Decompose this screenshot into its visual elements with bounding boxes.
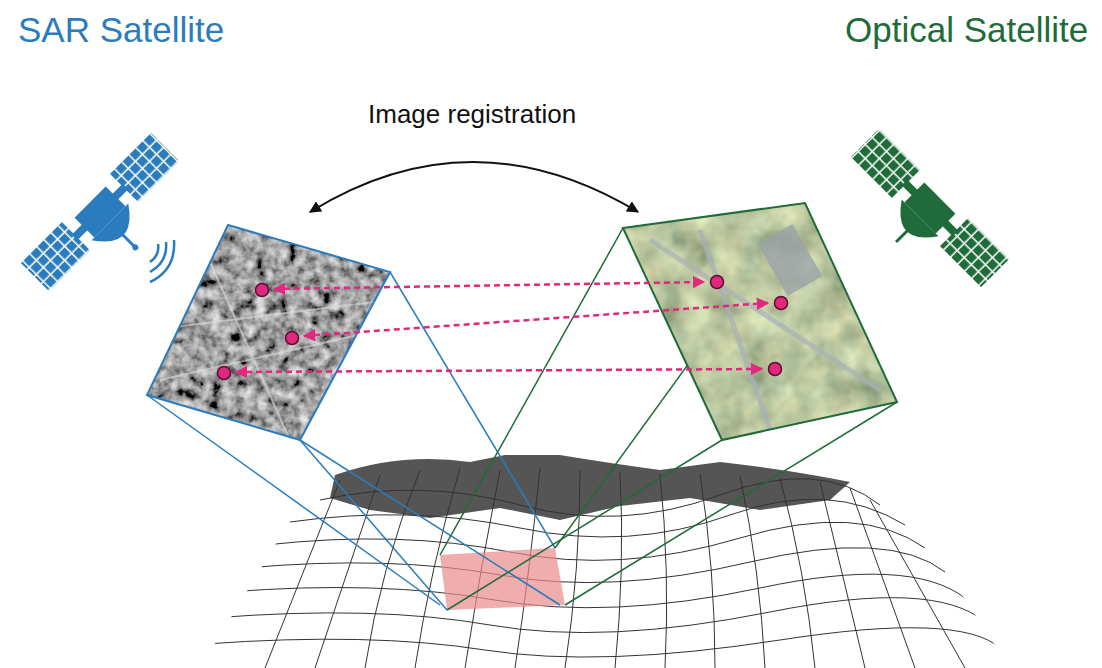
sar-satellite-icon <box>21 133 203 315</box>
sar-image <box>140 220 400 445</box>
satellite-title: SAR Satellite <box>18 10 224 50</box>
registration-arrow <box>310 162 638 212</box>
arrow-label: Image registration <box>368 100 576 130</box>
tie-points <box>218 276 788 380</box>
optical-image <box>615 195 905 445</box>
footprint-area <box>440 548 565 610</box>
satellite-title: Optical Satellite <box>845 10 1088 50</box>
optical-satellite-icon <box>831 129 1009 307</box>
radio-waves <box>150 240 174 282</box>
